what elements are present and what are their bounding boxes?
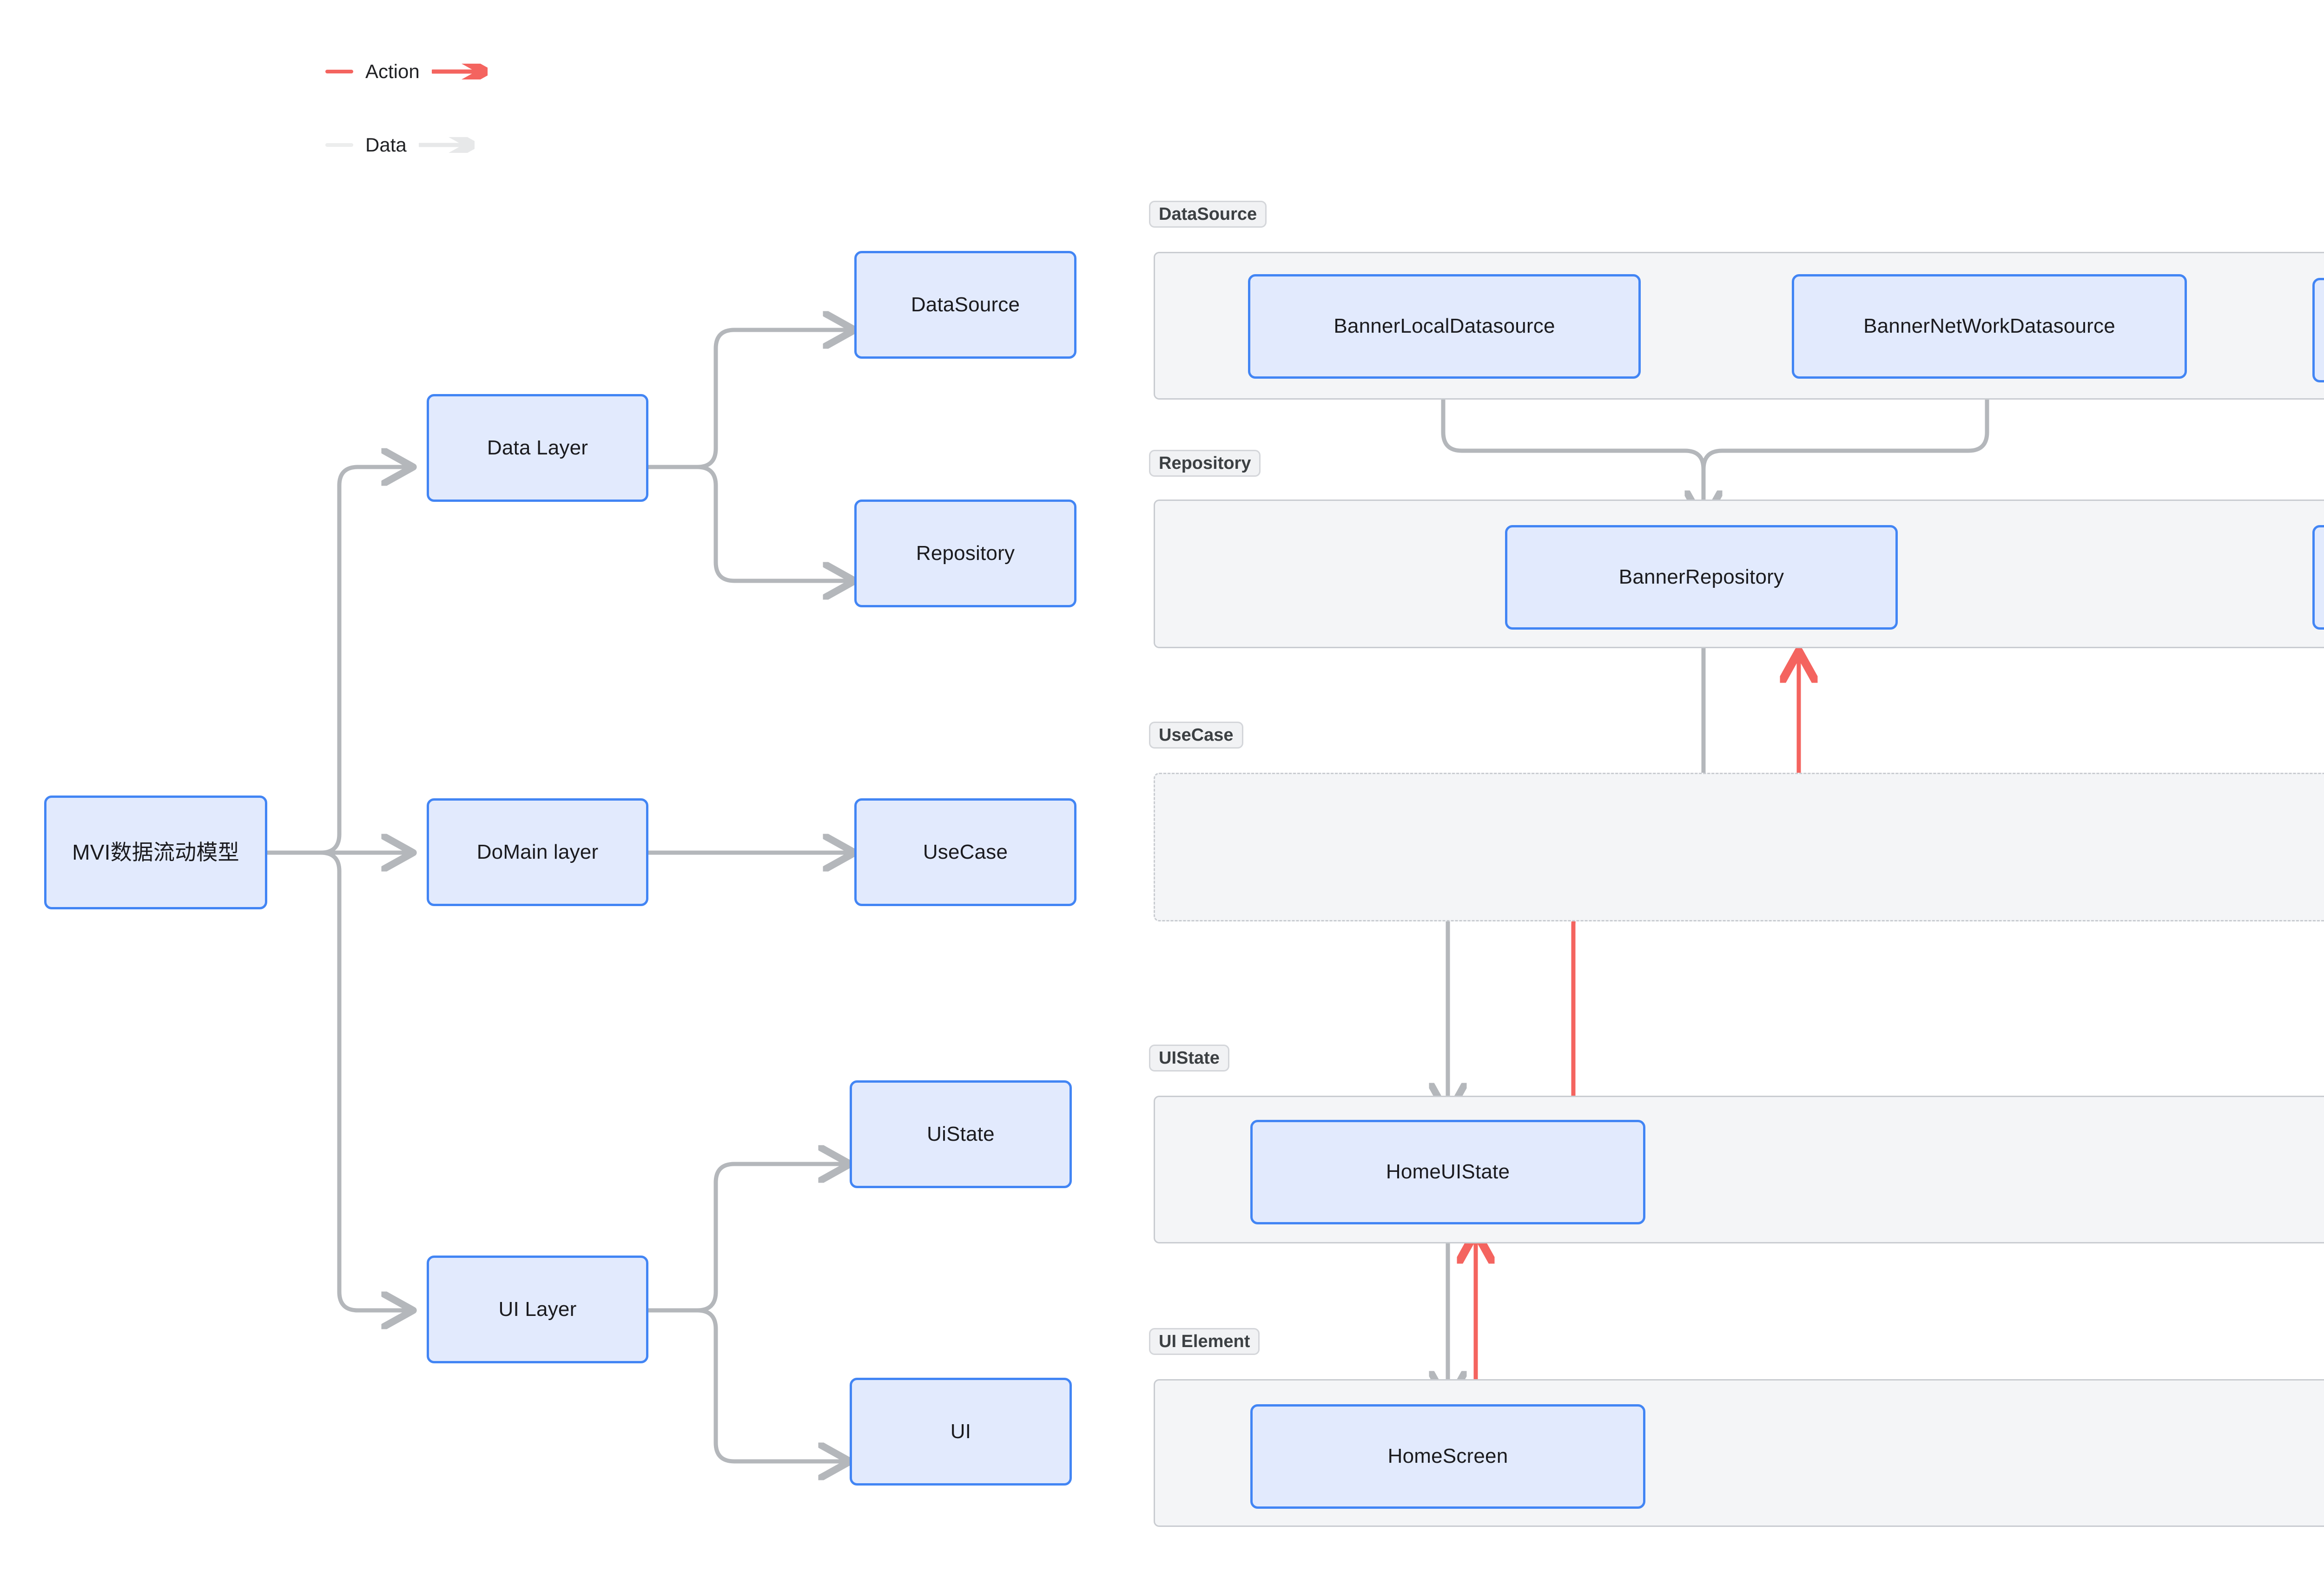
- lane-tag-ui-element: UI Element: [1149, 1328, 1260, 1355]
- tree-node-domain-layer[interactable]: DoMain layer: [427, 798, 648, 906]
- legend-item-data: Data: [325, 134, 475, 156]
- tree-leaf-uistate[interactable]: UiState: [850, 1080, 1072, 1188]
- node-settings-repository[interactable]: SettingsRepository: [2312, 525, 2324, 630]
- lane-tag-repository: Repository: [1149, 450, 1261, 477]
- lane-tag-datasource: DataSource: [1149, 201, 1267, 228]
- node-home-screen-left[interactable]: HomeScreen: [1250, 1404, 1645, 1509]
- legend-dash-data: [325, 143, 353, 147]
- tree-leaf-ui[interactable]: UI: [850, 1378, 1072, 1486]
- tree-leaf-datasource[interactable]: DataSource: [854, 251, 1076, 359]
- action-edges: [1476, 655, 2324, 1406]
- arrow-right-icon: [418, 137, 475, 153]
- legend-label-action: Action: [365, 60, 420, 82]
- legend-item-action: Action: [325, 60, 488, 83]
- tree-node-data-layer[interactable]: Data Layer: [427, 394, 648, 502]
- node-banner-local-datasource[interactable]: BannerLocalDatasource: [1248, 274, 1641, 379]
- legend-dash-action: [325, 70, 353, 73]
- lane-tag-uistate: UIState: [1149, 1045, 1229, 1072]
- lane-tag-usecase: UseCase: [1149, 722, 1243, 749]
- node-banner-network-datasource[interactable]: BannerNetWorkDatasource: [1792, 274, 2187, 379]
- node-home-uistate[interactable]: HomeUIState: [1250, 1120, 1645, 1224]
- legend-label-data: Data: [365, 134, 407, 156]
- node-banner-repository[interactable]: BannerRepository: [1505, 525, 1898, 630]
- lane-usecase: [1154, 773, 2324, 921]
- tree-node-ui-layer[interactable]: UI Layer: [427, 1256, 648, 1363]
- tree-leaf-repository[interactable]: Repository: [854, 500, 1076, 607]
- tree-leaf-usecase[interactable]: UseCase: [854, 798, 1076, 906]
- tree-root-node[interactable]: MVI数据流动模型: [44, 796, 267, 909]
- node-settings-local-datasource[interactable]: SettingsLocalDatasource: [2312, 278, 2324, 382]
- arrow-right-icon: [431, 64, 488, 79]
